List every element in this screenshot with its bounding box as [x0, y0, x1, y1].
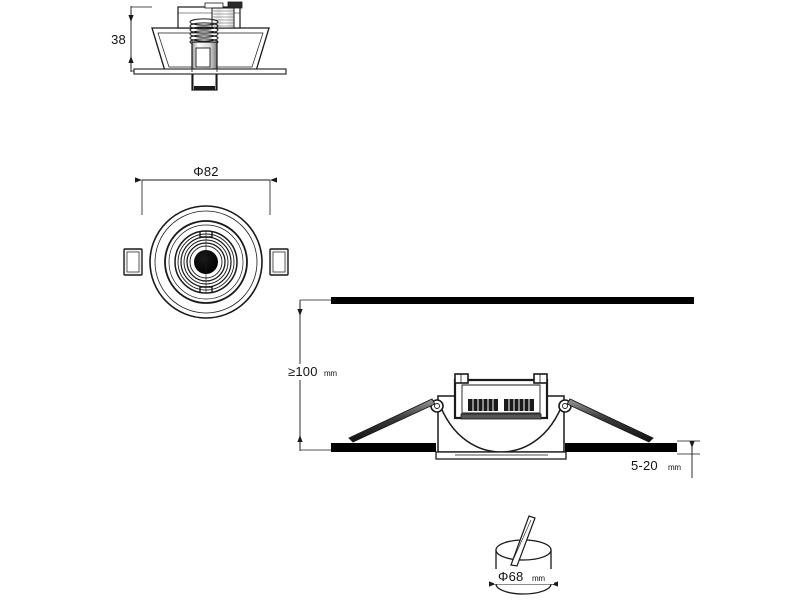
gimbal-ring-inner: [168, 224, 244, 300]
dimension-thickness-unit: mm: [668, 463, 681, 472]
outer-trim-ring-inner: [154, 210, 258, 314]
dimension-diameter-82: Φ82: [134, 164, 278, 215]
top-plate: [204, 2, 224, 9]
cutout-bottom-arc: [495, 583, 552, 595]
hole-saw-tool-line: [513, 519, 532, 559]
spring-clip-arm-left: [348, 398, 436, 443]
upper-ceiling-slab: [331, 297, 694, 304]
trim-flange: [133, 68, 287, 75]
spring-pivot-left-inner: [434, 403, 440, 409]
reflector-housing-inner: [157, 32, 264, 68]
ceiling-board-left: [331, 443, 436, 452]
threaded-collar: [211, 7, 235, 29]
dimension-38: 38: [111, 6, 152, 72]
cutout-hole-view: Φ68 mm: [488, 515, 559, 595]
mounting-ear-right: [269, 248, 289, 276]
spring-clip-arm-right: [566, 398, 654, 443]
mounting-ear-left: [123, 248, 143, 276]
hole-saw-tool: [510, 515, 536, 567]
ceiling-installation-view: ≥100 mm 5-20 mm: [284, 297, 700, 478]
top-connector: [227, 1, 243, 9]
dimension-cutout-68: Φ68 mm: [488, 569, 559, 587]
heatsink-fins: [468, 399, 534, 411]
led-board: [460, 413, 542, 420]
lamp-tube-window: [195, 47, 211, 68]
spring-pivot-right-inner: [562, 403, 568, 409]
front-circular-view: Φ82: [123, 164, 289, 319]
dimension-cutout-unit: mm: [532, 574, 545, 583]
dimension-38-label: 38: [111, 32, 126, 47]
dimension-thickness-label: 5-20: [631, 458, 658, 473]
dimension-clearance-100: ≥100 mm: [284, 299, 340, 451]
dimension-clearance-unit: mm: [324, 369, 337, 378]
side-section-view: 38: [111, 1, 287, 91]
mounting-brackets: [454, 373, 548, 384]
lamp-tube-cap: [194, 86, 215, 90]
dimension-82-label: Φ82: [193, 164, 218, 179]
dimension-cutout-label: Φ68: [498, 569, 523, 584]
dimension-ceiling-thickness: 5-20 mm: [631, 440, 700, 478]
dimension-clearance-label: ≥100: [288, 364, 318, 379]
ceiling-board-right: [565, 443, 677, 452]
